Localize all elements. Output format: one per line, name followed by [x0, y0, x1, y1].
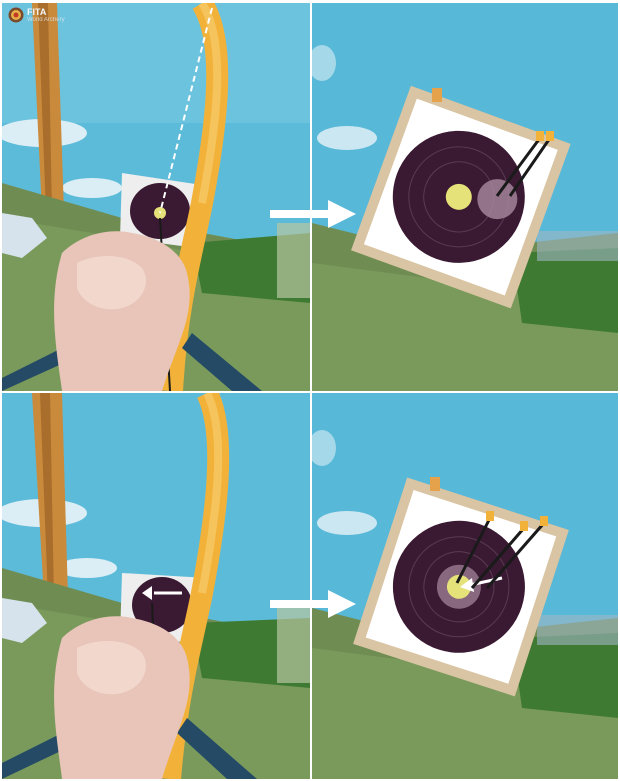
target-scene	[312, 3, 618, 391]
badge-title: FITA	[27, 7, 65, 17]
badge-subtitle: World Archery	[27, 17, 65, 24]
aim-scene	[2, 3, 310, 391]
aim-view-before: FITA World Archery	[2, 3, 310, 391]
target-scene-corrected	[312, 393, 618, 779]
aim-scene-corrected	[2, 393, 310, 779]
right-arrow-icon	[270, 198, 358, 230]
right-arrow-icon	[270, 588, 358, 620]
target-view-before	[312, 3, 618, 391]
archery-logo-icon	[8, 7, 24, 23]
target-view-after	[312, 393, 618, 779]
aim-view-after	[2, 393, 310, 779]
archery-badge: FITA World Archery	[8, 7, 65, 24]
